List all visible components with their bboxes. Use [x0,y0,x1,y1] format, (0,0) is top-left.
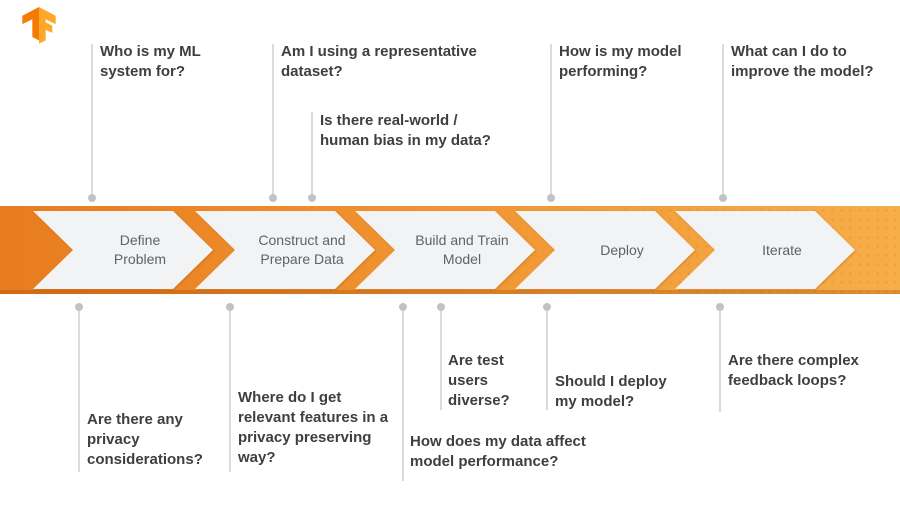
question-privacy-considerations: Are there any privacy considerations? [87,411,203,468]
stage-label: Iterate [762,241,802,258]
chevron-shape: Define Problem [33,211,213,289]
question-feedback-loops: Are there complex feedback loops? [728,352,859,389]
question-data-affect-performance: How does my data affect model performanc… [410,433,586,470]
question-privacy-preserving-features: Where do I get relevant features in a pr… [238,389,389,466]
chevron-shape: Construct and Prepare Data [195,211,375,289]
question-test-users-diverse: Are test users diverse? [448,352,510,409]
connector-dot [437,303,445,311]
connector-dot [88,194,96,202]
connector-dot [399,303,407,311]
pipeline-band: Define Problem Construct and Prepare Dat… [0,206,900,294]
connector-dot [75,303,83,311]
connector-line [402,311,404,481]
question-who-is-system-for: Who is my ML system for? [100,43,201,80]
chevron-shape: Deploy [515,211,695,289]
connector-dot [226,303,234,311]
connector-line [229,311,231,472]
chevron-shape: Build and Train Model [355,211,535,289]
connector-dot [716,303,724,311]
connector-line [722,44,724,194]
question-improve-model: What can I do to improve the model? [731,43,874,80]
question-representative-dataset: Am I using a representative dataset? [281,43,477,80]
connector-line [78,311,80,472]
connector-line [272,44,274,194]
chevron-shape: Iterate [675,211,855,289]
stage-construct-prepare-data: Construct and Prepare Data [195,211,375,289]
stage-label: Deploy [600,241,644,258]
stage-label: Define Problem [113,232,167,267]
connector-dot [543,303,551,311]
tensorflow-logo-icon [22,7,56,44]
stage-deploy: Deploy [515,211,695,289]
question-should-deploy: Should I deploy my model? [555,373,667,410]
connector-line [91,44,93,194]
connector-dot [547,194,555,202]
stage-label: Construct and Prepare Data [258,232,346,267]
stage-label: Build and Train Model [415,232,509,267]
stage-iterate: Iterate [675,211,855,289]
connector-dot [269,194,277,202]
connector-line [311,112,313,194]
connector-line [719,311,721,412]
connector-line [440,311,442,410]
question-real-world-bias: Is there real-world / human bias in my d… [320,112,491,149]
question-model-performing: How is my model performing? [559,43,682,80]
connector-dot [308,194,316,202]
connector-dot [719,194,727,202]
connector-line [546,311,548,410]
connector-line [550,44,552,194]
stage-build-train-model: Build and Train Model [355,211,535,289]
stage-define-problem: Define Problem [33,211,213,289]
